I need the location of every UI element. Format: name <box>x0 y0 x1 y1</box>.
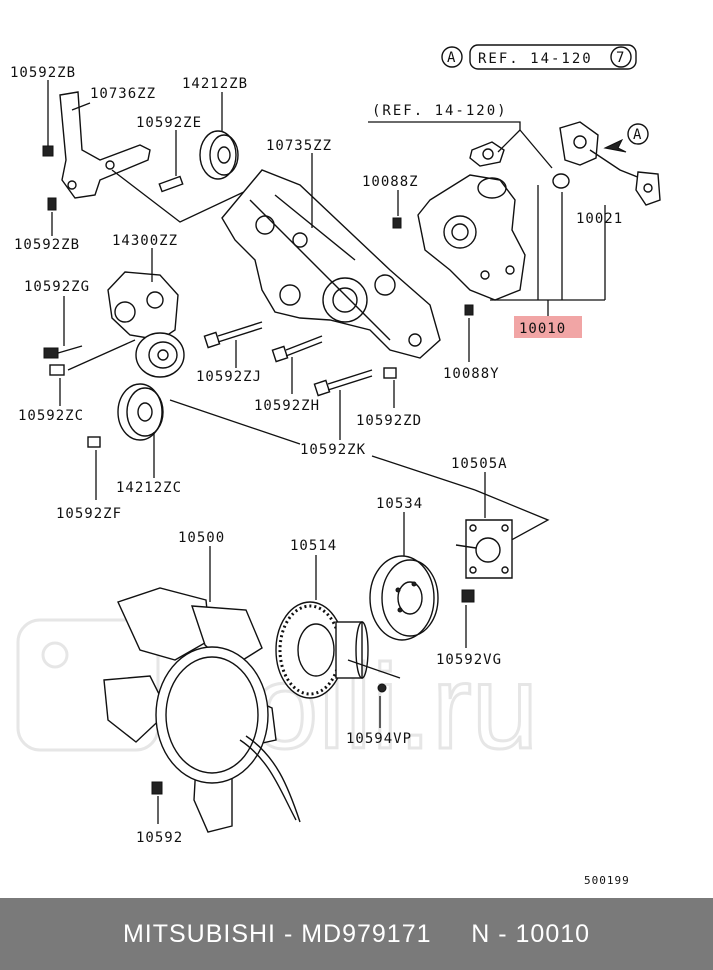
label-10592zg[interactable]: 10592ZG <box>24 279 90 295</box>
pipe-10021 <box>559 121 661 206</box>
pulley-14212zc <box>117 383 164 441</box>
label-10592zk[interactable]: 10592ZK <box>300 442 366 458</box>
bolt-10592zb-top-icon <box>42 145 54 157</box>
parts-diagram: Rolli.ru A REF. 14-120 7 (REF. 14-120) 1… <box>10 44 661 887</box>
bracket-10736zz <box>59 91 151 199</box>
housing-10735zz <box>221 169 441 359</box>
flange-10505a <box>455 519 513 579</box>
bolt-10592-icon <box>151 781 163 795</box>
label-10088z[interactable]: 10088Z <box>362 174 419 190</box>
bolt-10592zc-icon <box>49 364 65 376</box>
bolt-10592zj-icon <box>203 321 263 349</box>
label-10500[interactable]: 10500 <box>178 530 225 546</box>
bolt-10592zg-icon <box>43 345 83 359</box>
water-pump <box>417 174 526 301</box>
footer-text: MITSUBISHI - MD979171 N - 10010 <box>122 919 591 948</box>
bolt-10592zd-icon <box>383 367 397 379</box>
label-10592zc[interactable]: 10592ZC <box>18 408 84 424</box>
circle-a-label: A <box>447 50 456 66</box>
fan-10500 <box>103 587 301 833</box>
ref-box <box>469 44 637 70</box>
nut-10594vp-icon <box>377 683 387 693</box>
fan-clutch-10514 <box>275 601 369 699</box>
bolt-10592zf-icon <box>87 436 101 448</box>
bolt-10592zb-bottom-icon <box>47 197 57 211</box>
o-ring <box>552 173 570 189</box>
gasket <box>469 141 505 167</box>
label-10736zz[interactable]: 10736ZZ <box>90 86 156 102</box>
label-10514[interactable]: 10514 <box>290 538 337 554</box>
label-10592zb-top[interactable]: 10592ZB <box>10 65 76 81</box>
label-10592ze[interactable]: 10592ZE <box>136 115 202 131</box>
label-10592zj[interactable]: 10592ZJ <box>196 369 262 385</box>
bolt-10592zk-icon <box>313 369 373 397</box>
label-10505a[interactable]: 10505A <box>451 456 508 472</box>
tensioner-14300zz <box>107 271 179 341</box>
bolt-10088y-icon <box>464 304 474 316</box>
label-10021[interactable]: 10021 <box>576 211 623 227</box>
footer-bar: MITSUBISHI - MD979171 N - 10010 <box>0 898 713 970</box>
arrow-a-circle-icon <box>627 123 649 145</box>
label-14212zb[interactable]: 14212ZB <box>182 76 248 92</box>
label-10592zb-bottom[interactable]: 10592ZB <box>14 237 80 253</box>
label-10735zz[interactable]: 10735ZZ <box>266 138 332 154</box>
circle-7-icon <box>610 46 632 68</box>
ref-box-label[interactable]: REF. 14-120 <box>478 51 593 67</box>
label-10594vp[interactable]: 10594VP <box>346 731 412 747</box>
circle-7-label: 7 <box>616 50 625 66</box>
diagram-code: 500199 <box>584 874 630 887</box>
label-10592vg[interactable]: 10592VG <box>436 652 502 668</box>
bolt-10592vg-icon <box>461 589 475 603</box>
ref-header: A REF. 14-120 7 <box>441 44 637 70</box>
label-10592zh[interactable]: 10592ZH <box>254 398 320 414</box>
ref-paren-label[interactable]: (REF. 14-120) <box>372 103 508 119</box>
pulley-10534 <box>369 555 439 641</box>
label-10592zd[interactable]: 10592ZD <box>356 413 422 429</box>
bolt-10592ze-icon <box>158 175 184 193</box>
label-10010[interactable]: 10010 <box>519 321 566 337</box>
label-14300zz[interactable]: 14300ZZ <box>112 233 178 249</box>
label-10088y[interactable]: 10088Y <box>443 366 500 382</box>
tensioner-pulley <box>135 332 185 378</box>
label-10592[interactable]: 10592 <box>136 830 183 846</box>
pulley-14212zb <box>199 130 239 180</box>
label-14212zc[interactable]: 14212ZC <box>116 480 182 496</box>
circle-a-icon <box>441 46 463 68</box>
label-10592zf[interactable]: 10592ZF <box>56 506 122 522</box>
highlight-10010 <box>514 316 582 338</box>
bolt-10592zh-icon <box>271 335 323 363</box>
arrow-a-label: A <box>633 127 642 143</box>
label-10534[interactable]: 10534 <box>376 496 423 512</box>
bolt-10088z-icon <box>392 217 402 229</box>
